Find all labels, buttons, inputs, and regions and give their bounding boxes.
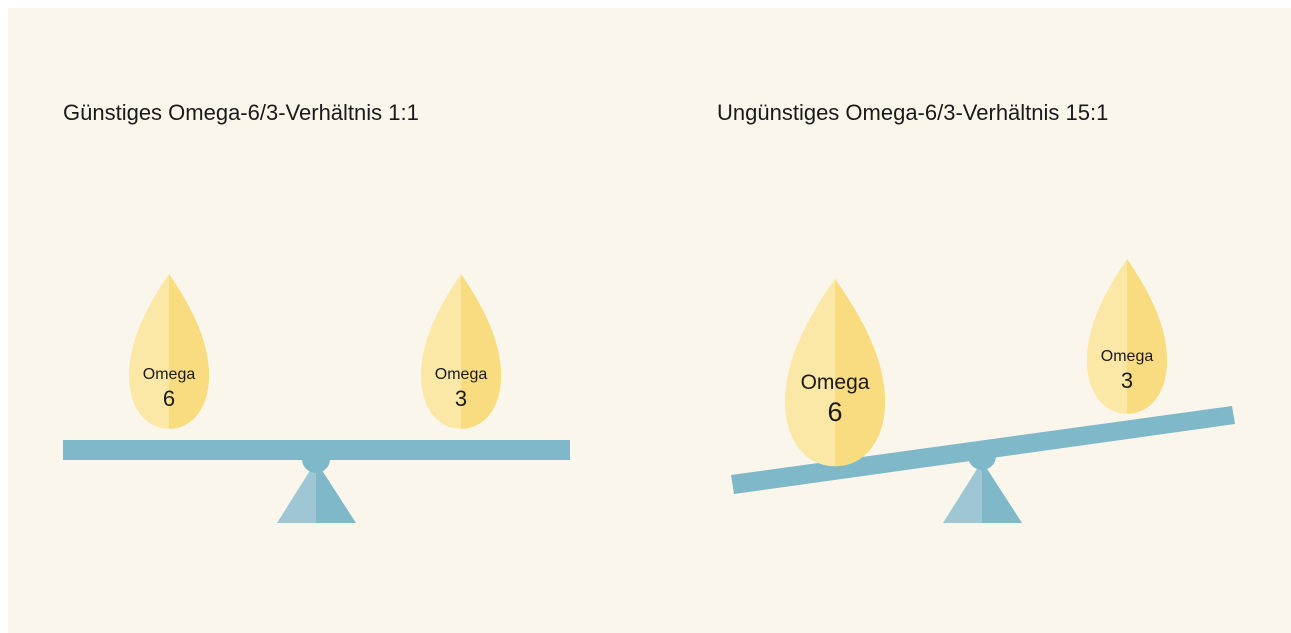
figure-background [8,8,1291,633]
title-favorable-ratio: Günstiges Omega-6/3-Verhältnis 1:1 [63,100,419,125]
omega-6-number-label: 6 [163,386,175,411]
fulcrum-left-face [277,461,316,523]
fulcrum-left-face [943,461,982,523]
fulcrum-triangle [943,461,1022,523]
balanced-scale: Omega 6 Omega 3 [63,274,570,523]
title-unfavorable-ratio: Ungünstiges Omega-6/3-Verhältnis 15:1 [717,100,1109,125]
seesaw-beam [731,406,1235,494]
seesaw-beam [63,440,570,460]
fulcrum-right-face [316,461,356,523]
omega-6-number-label: 6 [827,397,842,427]
omega-3-word-label: Omega [435,366,488,383]
omega-6-word-label: Omega [143,366,196,383]
omega-3-number-label: 3 [455,386,467,411]
fulcrum-triangle [277,461,356,523]
omega-6-word-label: Omega [801,371,870,394]
fulcrum-right-face [982,461,1022,523]
omega-3-word-label: Omega [1101,348,1154,365]
tilted-scale: Omega 6 Omega 3 [731,259,1235,523]
omega-3-number-label: 3 [1121,368,1133,393]
